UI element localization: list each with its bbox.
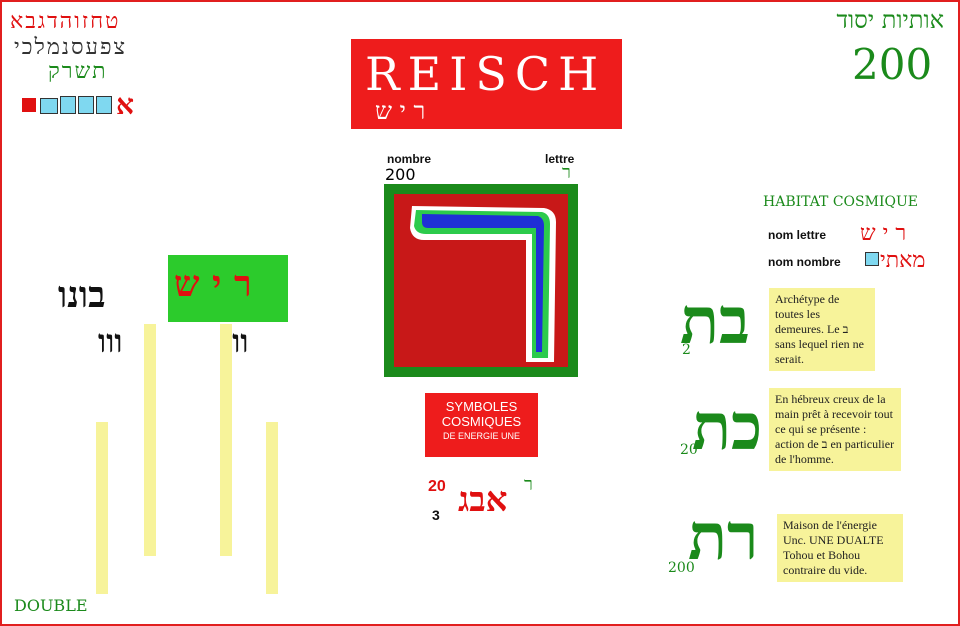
yellow-column-2 [220,324,232,556]
yellow-column-3 [96,422,108,594]
alphabet-row-2: צפעסנמלכי [14,35,128,60]
alphabet-row-3: תשרק [48,59,108,84]
number-20: 20 [428,478,446,495]
symbols-line2: COSMIQUES [441,414,522,429]
symbols-line3: DE ENERGIE UNE [442,431,520,441]
yellow-column-1 [144,324,156,556]
number-value: 200 [385,165,416,184]
symbols-box: SYMBOLES COSMIQUES DE ENERGIE UNE [425,393,538,457]
nom-lettre-value: ר י ש [860,221,907,246]
square-icon-red [22,98,36,112]
number-3: 3 [432,507,440,523]
label-lettre: lettre [545,152,575,166]
right-letter-2: כת [692,390,763,465]
small-hebrew-letter: ר [524,474,533,495]
yellow-column-4 [266,422,278,594]
title-word: REISCH [365,47,607,101]
square-icon-cyan-2 [60,96,76,114]
cyan-square-icon [865,252,879,266]
right-letter-1: בת [680,284,750,359]
title-box: REISCH ר י ש [351,39,622,129]
note-1: Archétype de toutes les demeures. Le ב s… [769,288,875,371]
footer-double: DOUBLE [14,596,88,615]
alphabet-row-1: טחזוהדגבא [10,9,121,34]
label-nombre: nombre [387,152,432,166]
note-2: En hébreux creux de la main prêt à recev… [769,388,901,471]
note-3: Maison de l'énergie Unc. UNE DUALTE Toho… [777,514,903,582]
header-number: 200 [852,40,933,89]
symbols-line1: SYMBOLES [445,399,518,414]
letter-value: ר [562,162,571,183]
hebrew-title: אותיות יסוד [836,6,944,34]
nom-nombre-value: מאתי [880,248,926,273]
square-icon-cyan [40,98,58,114]
nom-lettre-label: nom lettre [768,228,827,242]
right-letter-3: רת [688,500,759,575]
green-box: ר י ש [168,255,288,322]
big-letter-frame [384,184,578,377]
right-number-3: 200 [668,560,695,576]
word-left: בונו [58,274,106,316]
title-hebrew-sub: ר י ש [375,97,426,125]
right-number-2: 20 [680,442,698,458]
resh-icon [410,206,556,362]
big-letter-bg [394,194,568,367]
green-box-text: ר י ש [174,263,252,305]
aleph-glyph: א [116,88,134,121]
habitat-title: HABITAT COSMIQUE [763,194,918,210]
square-icon-cyan-3 [78,96,94,114]
small-hebrew-stack: אבג [458,480,508,520]
right-number-1: 2 [682,342,691,358]
square-icon-cyan-4 [96,96,112,114]
nom-nombre-label: nom nombre [768,255,841,269]
stack-left: ווו [98,322,123,360]
